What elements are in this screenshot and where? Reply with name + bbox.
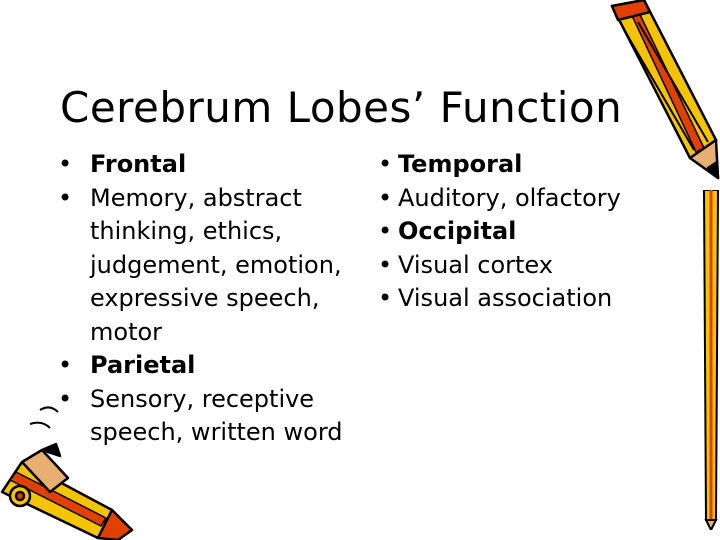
list-item-text: Temporal bbox=[398, 150, 523, 178]
list-item-text: Sensory, receptive speech, written word bbox=[90, 384, 343, 447]
list-item-text: Frontal bbox=[90, 150, 187, 178]
bullet-icon: • bbox=[378, 284, 393, 312]
list-item: • Frontal bbox=[58, 148, 348, 182]
pencil-icon bbox=[702, 190, 720, 530]
left-bullet-list: • Frontal • Memory, abstract thinking, e… bbox=[58, 148, 348, 450]
bullet-icon: • bbox=[378, 150, 393, 178]
list-item-text: Visual association bbox=[398, 284, 613, 312]
list-item: • Parietal bbox=[58, 349, 348, 383]
pencil-icon bbox=[610, 0, 720, 180]
list-item-text: Auditory, olfactory bbox=[398, 183, 621, 212]
list-item: • Sensory, receptive speech, written wor… bbox=[58, 383, 348, 450]
list-item-text: Visual cortex bbox=[398, 250, 553, 279]
bullet-icon: • bbox=[58, 384, 73, 413]
list-item: • Memory, abstract thinking, ethics, jud… bbox=[58, 182, 348, 350]
right-bullet-list: • Temporal • Auditory, olfactory • Occip… bbox=[378, 148, 678, 316]
list-item: • Visual cortex bbox=[378, 249, 678, 283]
list-item-text: Memory, abstract thinking, ethics, judge… bbox=[90, 183, 342, 346]
list-item: • Temporal bbox=[378, 148, 678, 182]
list-item: • Occipital bbox=[378, 215, 678, 249]
list-item: • Visual association bbox=[378, 282, 678, 316]
bullet-icon: • bbox=[58, 150, 73, 178]
pencil-icon bbox=[0, 406, 134, 540]
bullet-icon: • bbox=[378, 250, 393, 279]
bullet-icon: • bbox=[378, 217, 393, 245]
bullet-icon: • bbox=[58, 351, 73, 379]
list-item-text: Parietal bbox=[90, 351, 196, 379]
list-item: • Auditory, olfactory bbox=[378, 182, 678, 216]
list-item-text: Occipital bbox=[398, 217, 517, 245]
bullet-icon: • bbox=[378, 183, 393, 212]
slide-title: Cerebrum Lobes’ Function bbox=[60, 83, 623, 132]
bullet-icon: • bbox=[58, 183, 73, 212]
